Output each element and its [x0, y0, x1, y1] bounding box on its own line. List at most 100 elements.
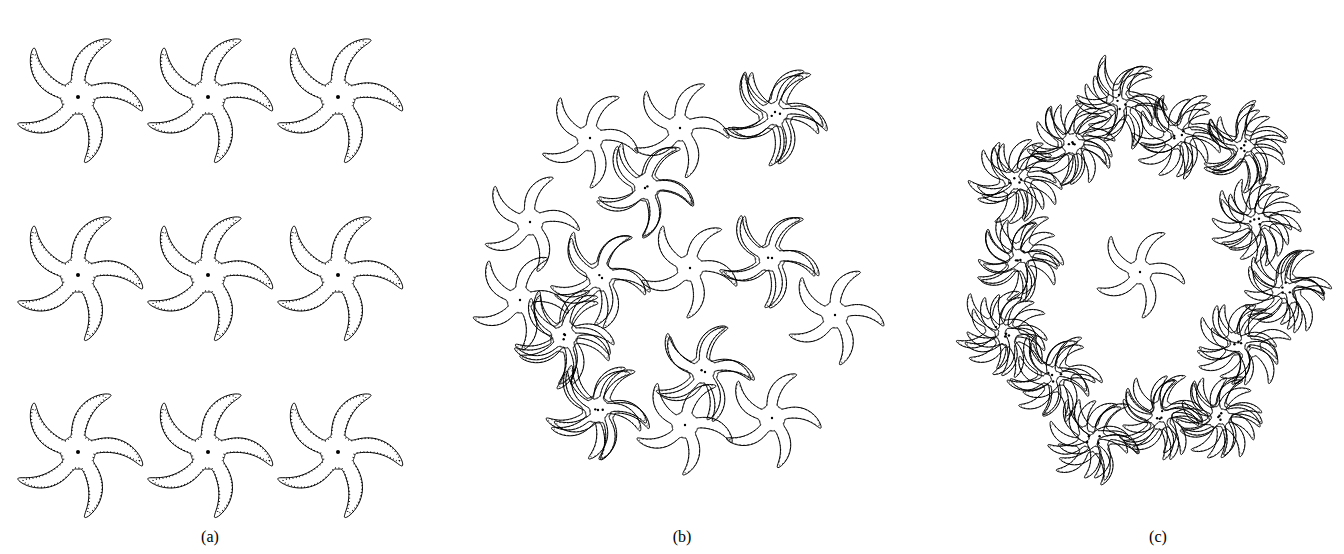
starfish [543, 96, 638, 188]
centre-dot [1086, 441, 1088, 443]
starfish-inner-outline [23, 396, 139, 513]
centre-dot [1008, 334, 1010, 336]
starfish-outline [1037, 103, 1115, 183]
starfish-outline [1124, 380, 1201, 460]
starfish [278, 217, 403, 341]
centre-dot [1258, 223, 1260, 225]
centre-dot [995, 326, 997, 328]
centre-dot [1020, 178, 1022, 180]
starfish-outline [278, 394, 403, 518]
starfish-inner-outline [1224, 187, 1299, 263]
starfish-inner-outline [1100, 233, 1184, 316]
centre-dot [1052, 380, 1054, 382]
starfish [1124, 380, 1201, 460]
centre-dot [1233, 343, 1235, 345]
starfish [1027, 106, 1106, 185]
starfish-inner-outline [1207, 117, 1284, 191]
starfish-inner-outline [980, 146, 1056, 222]
starfish-inner-outline [1038, 104, 1114, 180]
starfish-inner-outline [153, 396, 269, 513]
centre-dot [76, 95, 80, 99]
centre-dot [598, 274, 600, 276]
centre-dot [1118, 94, 1120, 96]
centre-dot [1072, 143, 1074, 145]
centre-dot [336, 450, 340, 454]
centre-dot [1116, 100, 1118, 102]
starfish-inner-outline [1141, 100, 1215, 177]
starfish [18, 394, 143, 518]
centre-dot [1017, 259, 1019, 261]
starfish-inner-outline [980, 222, 1054, 299]
starfish-outline [278, 39, 403, 163]
starfish-outline [278, 217, 403, 341]
starfish-inner-outline [545, 97, 636, 186]
starfish [1141, 98, 1221, 176]
starfish-inner-outline [726, 218, 817, 306]
starfish-inner-outline [959, 292, 1036, 367]
starfish [515, 291, 610, 384]
centre-dot [684, 424, 686, 426]
centre-dot [689, 267, 691, 269]
centre-dot [76, 450, 80, 454]
starfish-inner-outline [644, 228, 735, 316]
panel-label: (a) [199, 528, 221, 546]
starfish-inner-outline [1247, 248, 1324, 322]
starfish [473, 257, 568, 350]
centre-dot [1244, 140, 1246, 142]
starfish [278, 39, 403, 163]
starfish [637, 383, 732, 475]
starfish [1199, 305, 1276, 385]
starfish-inner-outline [522, 292, 612, 383]
starfish-inner-outline [792, 272, 882, 362]
starfish-outline [720, 216, 815, 308]
centre-dot [336, 273, 340, 277]
centre-dot [206, 95, 210, 99]
starfish [1197, 306, 1277, 384]
starfish-outline [555, 236, 650, 328]
centre-dot [529, 221, 531, 223]
centre-dot [564, 334, 566, 336]
centre-dot [1240, 342, 1242, 344]
centre-dot [597, 409, 599, 411]
starfish-inner-outline [986, 217, 1063, 291]
starfish-outline [956, 291, 1036, 368]
starfish-inner-outline [983, 223, 1058, 300]
starfish-outline [727, 374, 821, 468]
starfish-inner-outline [283, 396, 399, 513]
starfish [642, 226, 737, 318]
starfish [1097, 233, 1184, 318]
starfish-inner-outline [980, 224, 1056, 300]
centre-dot [700, 369, 702, 371]
starfish-inner-outline [1247, 251, 1323, 327]
centre-dot [646, 185, 648, 187]
starfish-outline [1222, 187, 1301, 266]
starfish-inner-outline [153, 219, 269, 336]
starfish [978, 144, 1056, 224]
starfish-inner-outline [967, 300, 1044, 374]
starfish-inner-outline [283, 219, 399, 336]
starfish-inner-outline [1201, 307, 1277, 383]
starfish-outline [1085, 69, 1162, 149]
centre-dot [1139, 271, 1141, 273]
starfish-inner-outline [637, 85, 727, 176]
centre-dot [767, 257, 769, 259]
starfish-outline [789, 271, 884, 365]
starfish [956, 291, 1036, 368]
starfish-inner-outline [549, 368, 640, 457]
starfish-outline [724, 216, 819, 308]
centre-dot [1159, 418, 1161, 420]
starfish-inner-outline [1143, 101, 1220, 176]
centre-dot [1018, 181, 1020, 183]
centre-dot [1060, 373, 1062, 375]
starfish-inner-outline [476, 258, 567, 348]
centre-dot [1182, 130, 1184, 132]
centre-dot [602, 408, 604, 410]
starfish [981, 222, 1059, 302]
centre-dot [1258, 218, 1260, 220]
centre-dot [774, 111, 776, 113]
starfish-outline [1199, 305, 1278, 385]
centre-dot [1156, 417, 1158, 419]
starfish-outline [1050, 401, 1129, 480]
centre-dot [704, 371, 706, 373]
